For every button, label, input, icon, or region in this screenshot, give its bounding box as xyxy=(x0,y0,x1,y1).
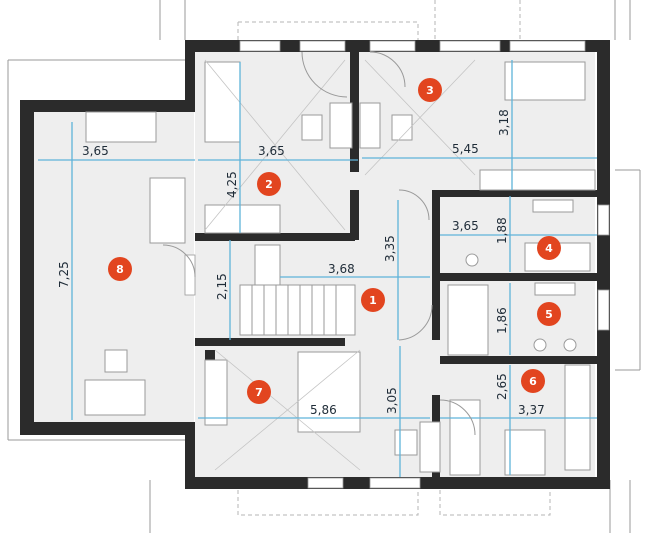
dim-room3-length: 3,18 xyxy=(497,109,511,136)
svg-text:2: 2 xyxy=(265,178,273,191)
dim-hall-length: 3,35 xyxy=(383,235,397,262)
dimension-lines xyxy=(38,60,597,477)
dim-room7-length: 3,05 xyxy=(385,387,399,414)
dim-room6-length: 2,65 xyxy=(495,373,509,400)
room-badges: 1 2 3 4 5 6 7 8 xyxy=(108,78,561,404)
dim-room7-width: 5,86 xyxy=(310,403,337,417)
dimension-labels: 3,65 7,25 3,65 4,25 5,45 3,18 3,65 1,88 … xyxy=(57,109,545,417)
windows xyxy=(184,40,610,489)
svg-text:5: 5 xyxy=(545,308,553,321)
room-badge-1: 1 xyxy=(361,288,385,312)
room-badge-4: 4 xyxy=(537,236,561,260)
svg-text:3: 3 xyxy=(426,84,434,97)
dim-room8-width: 3,65 xyxy=(82,144,109,158)
room-badge-8: 8 xyxy=(108,257,132,281)
ceiling-diagonals xyxy=(204,59,476,471)
dim-hall-width: 3,68 xyxy=(328,262,355,276)
room-badge-5: 5 xyxy=(537,302,561,326)
room-badge-6: 6 xyxy=(521,369,545,393)
dim-room4-width: 3,65 xyxy=(452,219,479,233)
dim-room2-length: 4,25 xyxy=(225,171,239,198)
doors xyxy=(162,51,476,436)
dim-room8-length: 7,25 xyxy=(57,261,71,288)
furniture xyxy=(84,61,596,476)
svg-text:1: 1 xyxy=(369,294,377,307)
dim-room5-length: 1,86 xyxy=(495,307,509,334)
dim-stair-length: 2,15 xyxy=(215,273,229,300)
svg-text:4: 4 xyxy=(545,242,553,255)
room-badge-3: 3 xyxy=(418,78,442,102)
svg-text:8: 8 xyxy=(116,263,124,276)
svg-text:7: 7 xyxy=(255,386,263,399)
dim-room4-length: 1,88 xyxy=(495,217,509,244)
dim-room2-width: 3,65 xyxy=(258,144,285,158)
dim-room3-width: 5,45 xyxy=(452,142,479,156)
room-badge-2: 2 xyxy=(257,172,281,196)
svg-text:6: 6 xyxy=(529,375,537,388)
dim-room6-width: 3,37 xyxy=(518,403,545,417)
room-badge-7: 7 xyxy=(247,380,271,404)
